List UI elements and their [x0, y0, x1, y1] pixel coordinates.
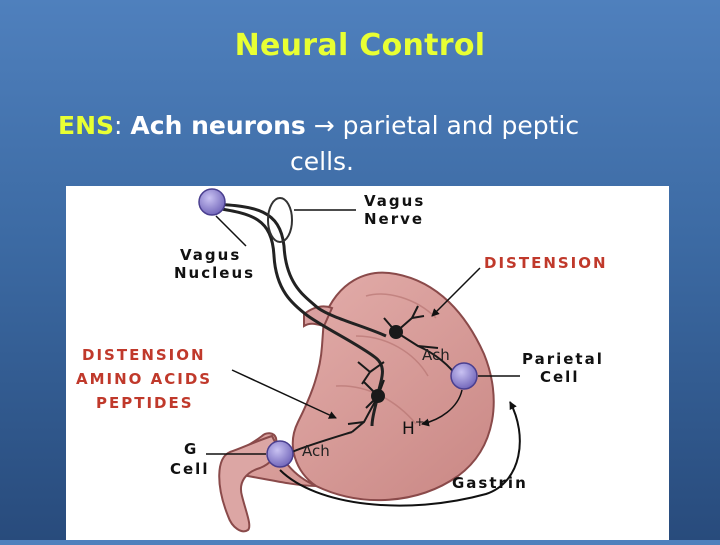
- vagus-nucleus-cell: [198, 188, 226, 216]
- vagus-nucleus-pointer: [215, 215, 247, 247]
- h-plus-arrow: [421, 389, 463, 427]
- distension-left-arrow: [231, 369, 337, 419]
- ach-top-label: Ach: [422, 346, 450, 364]
- vagus-nerve-sheath: [267, 197, 293, 243]
- h-plus-label: H+: [402, 415, 425, 439]
- subtitle-ach-neurons: Ach neurons: [130, 111, 306, 140]
- g-cell: [266, 440, 294, 468]
- arrow-icon: →: [313, 111, 335, 140]
- distension-top-label: DISTENSION: [484, 254, 608, 272]
- distension-left-label: DISTENSION: [82, 346, 206, 364]
- ach-bottom-label: Ach: [302, 442, 330, 460]
- subtitle-rest: parietal and peptic: [342, 111, 580, 140]
- ens-neuron-upper: [383, 305, 439, 349]
- gastrin-arrow: [279, 401, 521, 507]
- duodenum: [218, 434, 278, 533]
- g-cell-label-1: G: [184, 440, 198, 458]
- axon-to-g-cell: [291, 431, 353, 453]
- amino-acids-label: AMINO ACIDS: [76, 370, 212, 388]
- slide-subtitle: ENS: Ach neurons → parietal and peptic c…: [44, 108, 684, 180]
- parietal-cell: [450, 362, 478, 390]
- stomach-diagram: Vagus Nerve Vagus Nucleus DISTENSION DIS…: [66, 186, 669, 540]
- subtitle-ens: ENS: [58, 111, 115, 140]
- subtitle-line-2: cells.: [290, 147, 354, 176]
- stomach-body: [222, 271, 495, 502]
- vagus-nerve-label-1: Vagus: [364, 192, 425, 210]
- g-cell-label-2: Cell: [170, 460, 209, 478]
- ens-neuron-lower: [347, 379, 385, 433]
- distension-top-arrow: [431, 267, 481, 317]
- peptides-label: PEPTIDES: [96, 394, 194, 412]
- subtitle-colon: :: [114, 111, 123, 140]
- stomach-diagram-svg: Vagus Nerve Vagus Nucleus DISTENSION DIS…: [76, 188, 608, 533]
- subtitle-line-1: ENS: Ach neurons → parietal and peptic: [44, 108, 684, 144]
- parietal-cell-label-2: Cell: [540, 368, 579, 386]
- vagus-nucleus-label-2: Nucleus: [174, 264, 255, 282]
- gastrin-label: Gastrin: [452, 474, 528, 492]
- vagus-nerve-label-2: Nerve: [364, 210, 424, 228]
- parietal-cell-label-1: Parietal: [522, 350, 604, 368]
- vagus-nucleus-label-1: Vagus: [180, 246, 241, 264]
- vagus-nerve-fiber: [211, 202, 387, 338]
- ens-neuron-mid: [357, 361, 385, 385]
- slide-title: Neural Control: [234, 28, 486, 63]
